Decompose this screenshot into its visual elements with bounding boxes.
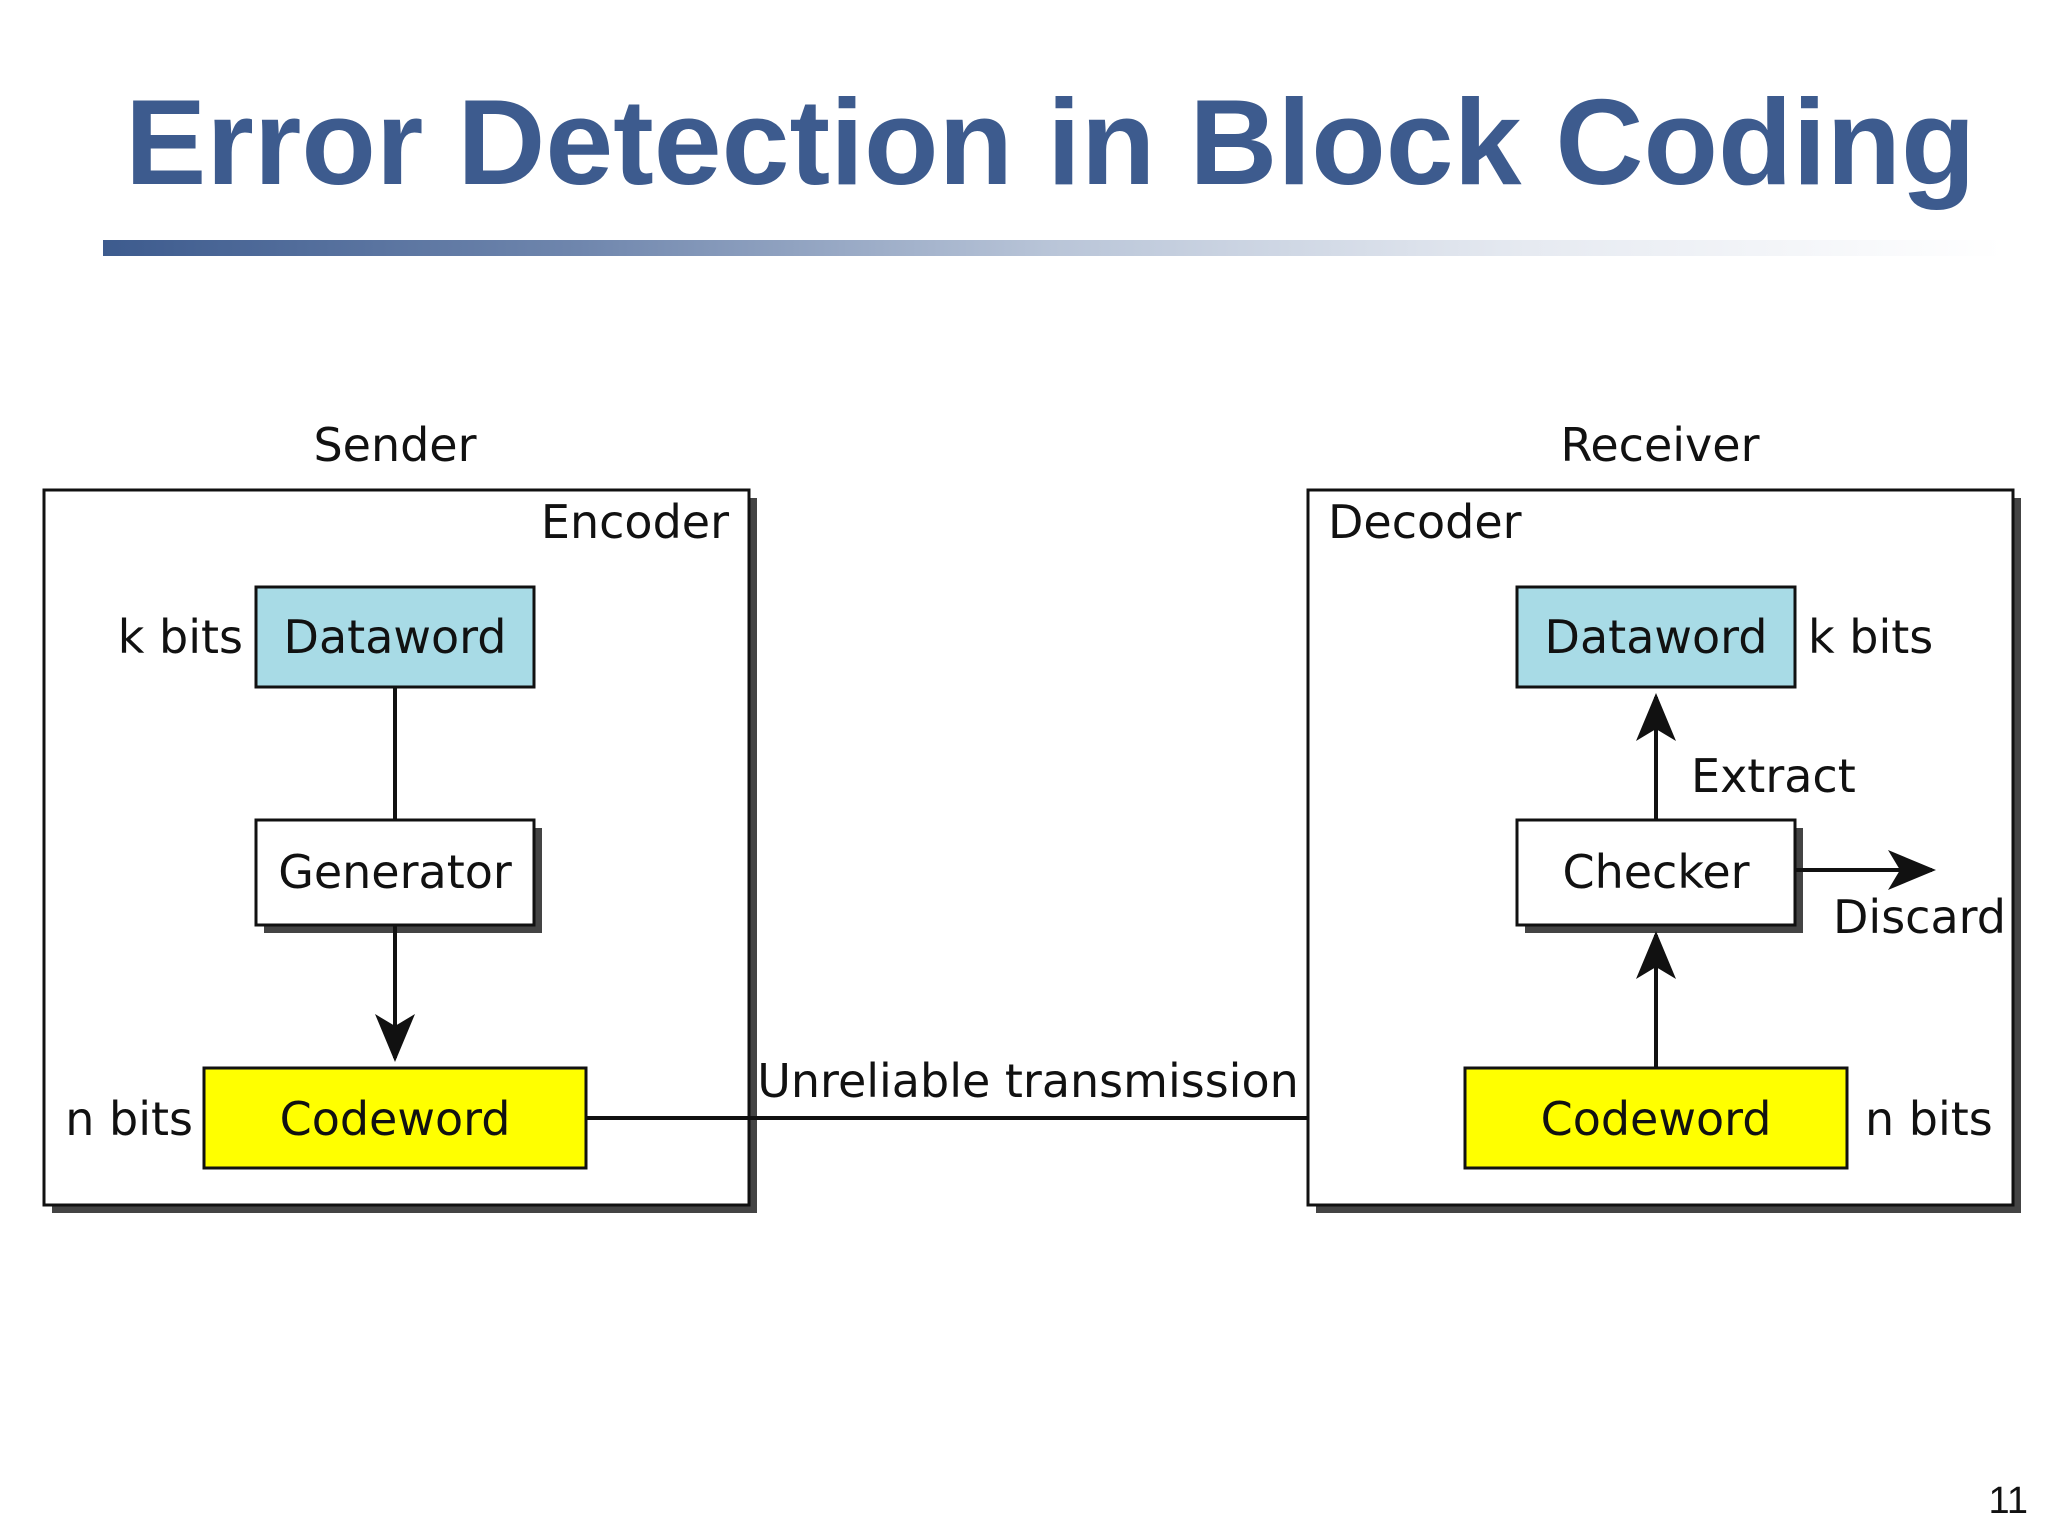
sender-heading: Sender — [313, 418, 476, 472]
extract-label: Extract — [1691, 749, 1856, 803]
receiver-dataword-label: Dataword — [1545, 610, 1768, 664]
generator-label: Generator — [278, 845, 512, 899]
checker-box — [1515, 818, 1797, 927]
title-underline — [103, 240, 2003, 256]
decoder-label: Decoder — [1328, 495, 1522, 549]
receiver-codeword-box — [1463, 1066, 1849, 1170]
slide-title: Error Detection in Block Coding — [125, 74, 1976, 210]
sender-dataword-size: k bits — [118, 610, 243, 664]
sender-dataword-label: Dataword — [284, 610, 507, 664]
discard-label: Discard — [1833, 890, 2006, 944]
receiver-codeword-label: Codeword — [1541, 1092, 1772, 1146]
receiver-dataword-size: k bits — [1808, 610, 1933, 664]
sender-codeword-box — [202, 1066, 588, 1170]
encoder-label: Encoder — [541, 495, 729, 549]
sender-codeword-size: n bits — [65, 1092, 193, 1146]
receiver-heading: Receiver — [1560, 418, 1759, 472]
sender-codeword-label: Codeword — [280, 1092, 511, 1146]
page-number: 11 — [1988, 1480, 2028, 1522]
checker-label: Checker — [1562, 845, 1749, 899]
transmission-label: Unreliable transmission — [757, 1054, 1299, 1108]
receiver-dataword-box — [1515, 585, 1797, 689]
receiver-codeword-size: n bits — [1865, 1092, 1993, 1146]
sender-dataword-box — [254, 585, 536, 689]
